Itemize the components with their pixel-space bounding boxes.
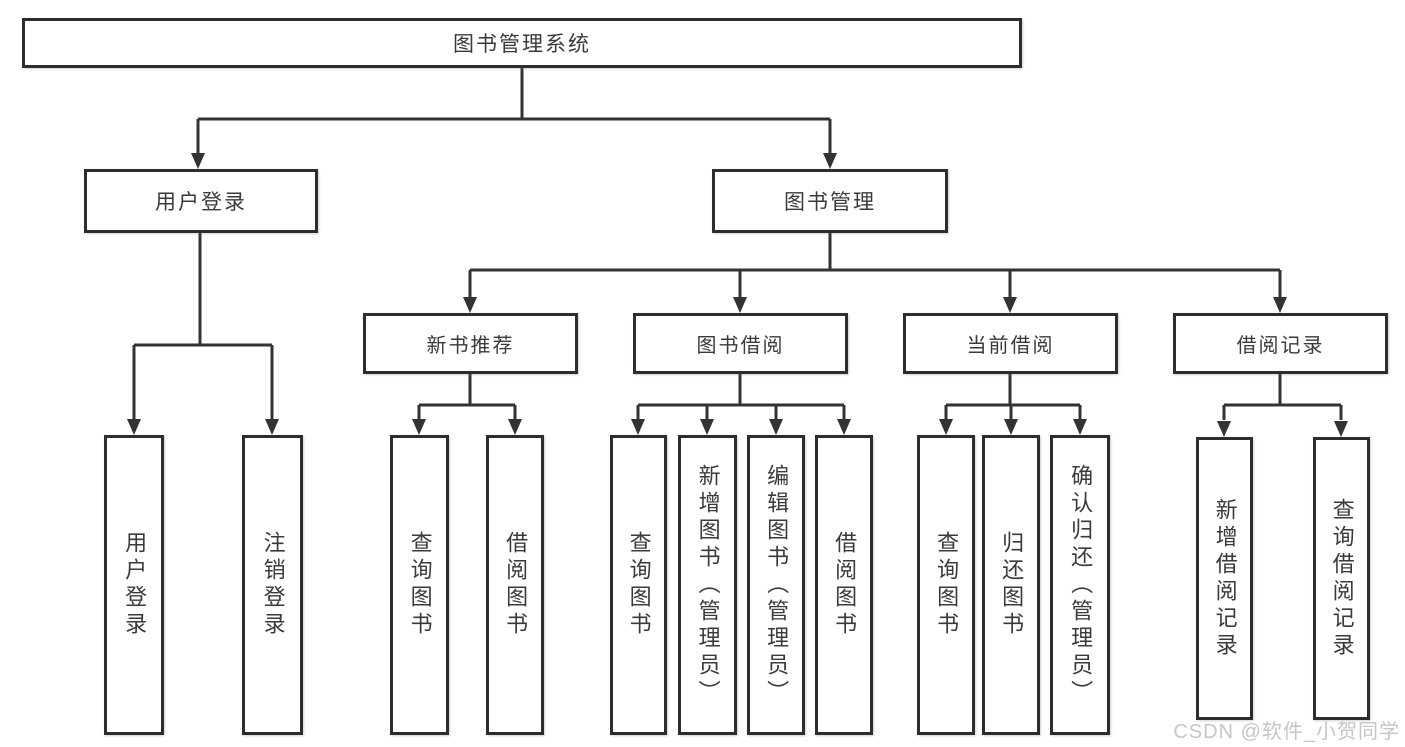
node-user-login: 用户登录 [84, 169, 318, 233]
leaf-query-books: 查询图书 [917, 435, 975, 735]
leaf-query-books: 查询图书 [610, 435, 667, 735]
node-borrow-records: 借阅记录 [1173, 313, 1388, 374]
leaf-query-books: 查询图书 [390, 435, 449, 735]
node-book-management: 图书管理 [712, 169, 948, 233]
csdn-watermark: CSDN @软件_小贺同学 [1173, 721, 1400, 743]
leaf-add-borrow-record: 新增借阅记录 [1196, 437, 1253, 720]
leaf-confirm-return-admin: 确认归还（管理员） [1050, 435, 1110, 735]
leaf-borrow-books: 借阅图书 [815, 435, 873, 735]
node-book-borrowing: 图书借阅 [633, 313, 848, 374]
node-new-book-recommend: 新书推荐 [363, 313, 578, 374]
leaf-add-books-admin: 新增图书（管理员） [678, 435, 737, 735]
leaf-edit-books-admin: 编辑图书（管理员） [747, 435, 805, 735]
leaf-user-login: 用户登录 [104, 435, 164, 735]
leaf-logout: 注销登录 [242, 435, 303, 735]
leaf-borrow-books: 借阅图书 [486, 435, 544, 735]
node-current-borrowing: 当前借阅 [903, 313, 1118, 374]
leaf-return-books: 归还图书 [982, 435, 1040, 735]
node-root-system: 图书管理系统 [22, 18, 1022, 68]
connector-path [132, 68, 1343, 420]
leaf-query-borrow-record: 查询借阅记录 [1313, 437, 1370, 720]
